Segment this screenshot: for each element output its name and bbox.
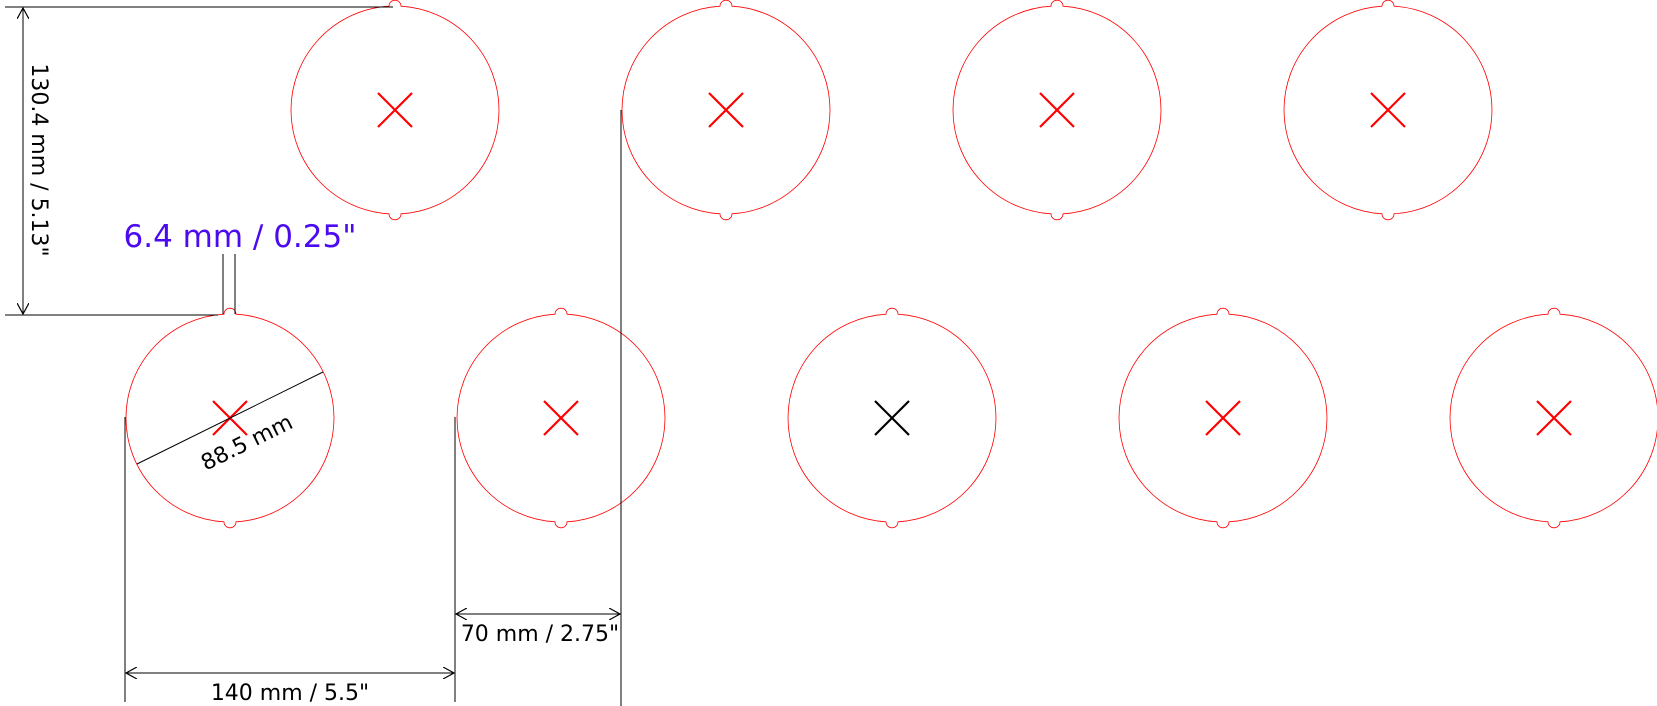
disc-bottom-4 — [1118, 307, 1328, 529]
center-mark-icon — [1370, 92, 1406, 128]
horizontal-pitch-label: 140 mm / 5.5" — [211, 681, 369, 706]
disc-outline — [1283, 0, 1493, 221]
center-mark-icon — [543, 400, 579, 436]
disc-outline — [456, 307, 666, 529]
disc-bottom-2 — [456, 307, 666, 529]
disc-bottom-5 — [1449, 307, 1657, 529]
disc-outline — [787, 307, 997, 529]
disc-top-1 — [290, 0, 500, 221]
disc-top-4 — [1283, 0, 1493, 221]
disc-top-2 — [621, 0, 831, 221]
center-mark-icon — [377, 92, 413, 128]
diameter-label: 88.5 mm — [197, 410, 297, 476]
center-mark-icon — [1205, 400, 1241, 436]
disc-top-3 — [952, 0, 1162, 221]
disc-outline — [125, 307, 335, 529]
center-mark-icon — [1039, 92, 1075, 128]
disc-layout — [125, 0, 1657, 529]
center-mark-icon — [1536, 400, 1572, 436]
disc-outline — [952, 0, 1162, 221]
disc-outline — [290, 0, 500, 221]
disc-bottom-3 — [787, 307, 997, 529]
center-mark-icon — [874, 400, 910, 436]
diameter-line — [136, 371, 324, 465]
disc-outline — [1118, 307, 1328, 529]
disc-outline — [621, 0, 831, 221]
dimension-annotations — [5, 6, 622, 706]
vertical-pitch-label: 130.4 mm / 5.13" — [26, 63, 51, 256]
center-mark-icon — [708, 92, 744, 128]
row-offset-label: 70 mm / 2.75" — [461, 622, 619, 647]
tab-width-label: 6.4 mm / 0.25" — [124, 219, 357, 255]
disc-outline — [1449, 307, 1657, 529]
